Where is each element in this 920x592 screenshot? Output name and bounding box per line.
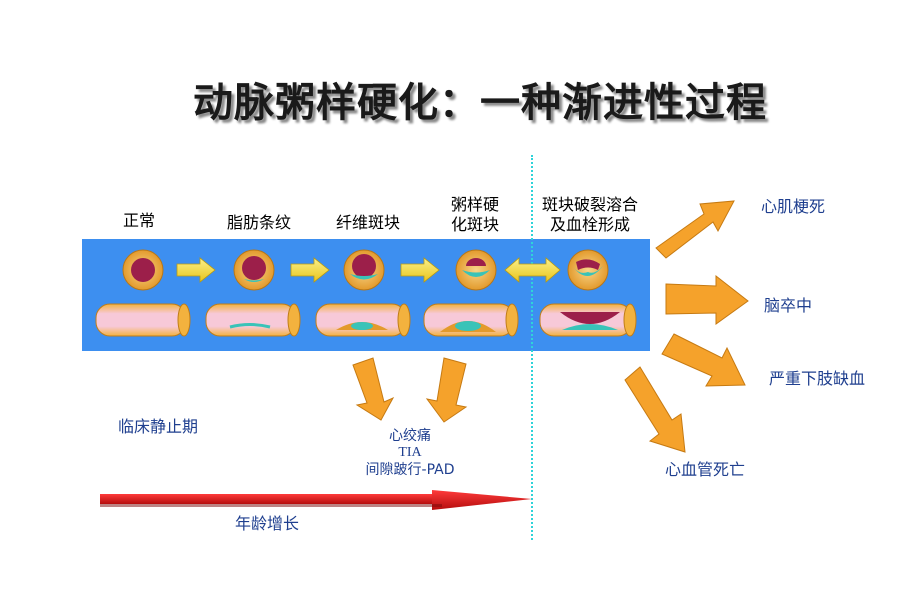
stage-label-atheroma-line1: 粥样硬 xyxy=(450,195,499,214)
yellow-arrow-2 xyxy=(290,257,330,283)
outcome-stroke: 脑卒中 xyxy=(763,296,812,315)
page-title: 动脉粥样硬化：一种渐进性过程 xyxy=(193,80,767,126)
longitudinal-vessel-rupture xyxy=(539,303,637,337)
cross-section-normal xyxy=(122,249,164,291)
longitudinal-vessel-fibrous xyxy=(315,303,411,337)
cross-section-fibrous-plaque xyxy=(343,249,385,291)
threshold-dotted-line xyxy=(531,155,533,540)
symptom-tia: TIA xyxy=(398,445,422,460)
yellow-double-arrow xyxy=(504,257,561,283)
orange-arrow-limb xyxy=(661,333,746,387)
longitudinal-vessel-atheroma xyxy=(423,303,519,337)
cross-section-fatty-streak xyxy=(233,249,275,291)
stage-label-atheroma-line2: 化斑块 xyxy=(450,215,499,234)
age-label: 年龄增长 xyxy=(234,514,299,533)
stage-label-fatty-streak: 脂肪条纹 xyxy=(226,213,291,232)
outcome-limb-ischemia: 严重下肢缺血 xyxy=(768,369,865,388)
longitudinal-vessel-fatty xyxy=(205,303,301,337)
yellow-arrow-1 xyxy=(176,257,216,283)
stage-label-fibrous-plaque: 纤维斑块 xyxy=(335,213,400,232)
longitudinal-vessel-normal xyxy=(95,303,191,337)
age-arrow xyxy=(100,490,532,510)
orange-arrow-death xyxy=(624,366,686,453)
stage-label-rupture-line2: 及血栓形成 xyxy=(549,215,630,234)
symptom-angina: 心绞痛 xyxy=(389,428,431,444)
clinical-silent-label: 临床静止期 xyxy=(117,417,198,436)
orange-arrow-symptom-left xyxy=(352,357,395,421)
cross-section-rupture xyxy=(567,249,609,291)
orange-arrow-mi xyxy=(655,200,735,259)
cross-section-atheroma xyxy=(455,249,497,291)
stage-label-normal: 正常 xyxy=(122,211,155,230)
outcome-mi: 心肌梗死 xyxy=(760,197,825,216)
orange-arrow-symptom-right xyxy=(425,357,468,423)
orange-arrow-stroke xyxy=(665,274,749,325)
yellow-arrow-3 xyxy=(400,257,440,283)
stage-label-rupture-line1: 斑块破裂溶合 xyxy=(541,195,638,214)
outcome-cv-death: 心血管死亡 xyxy=(664,460,745,479)
symptom-claudication: 间隙跛行-PAD xyxy=(365,462,455,478)
